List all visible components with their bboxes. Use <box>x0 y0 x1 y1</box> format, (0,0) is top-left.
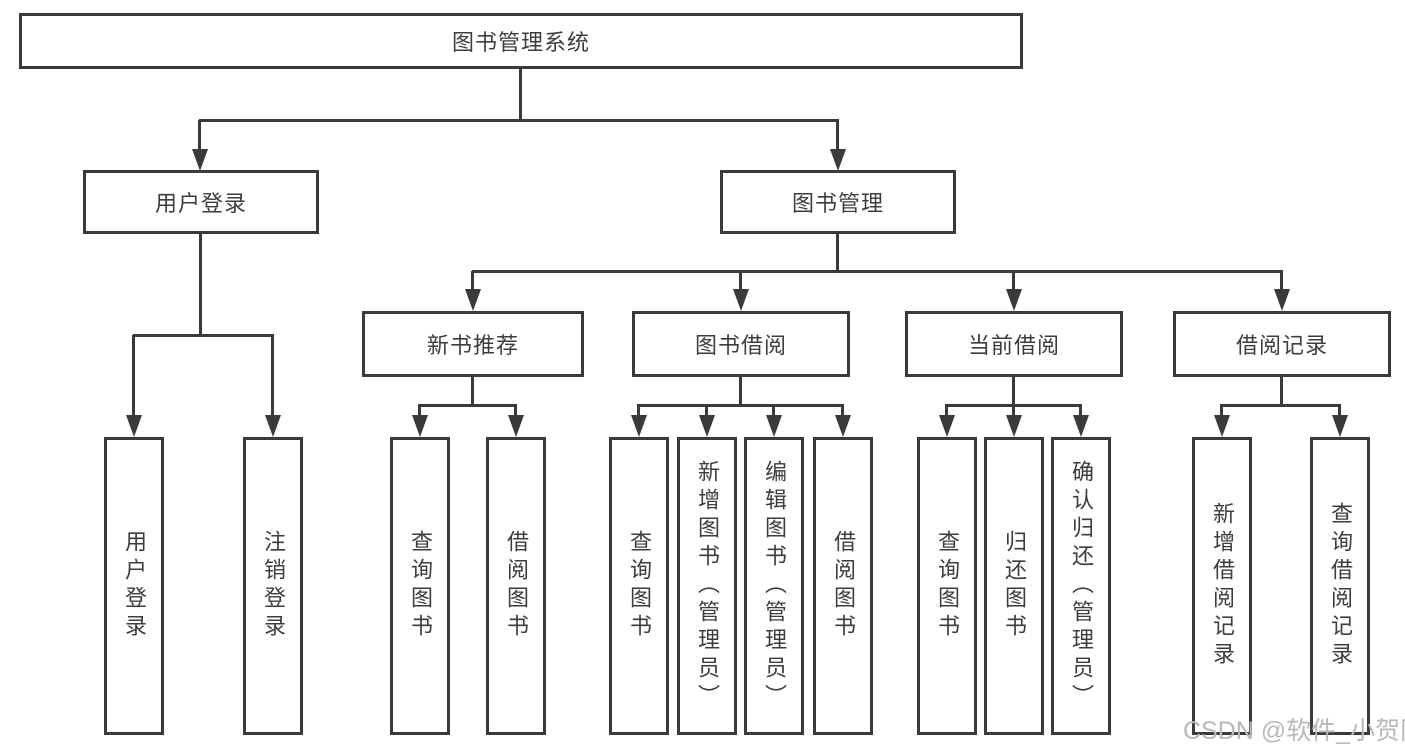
node-query-books-recommend: 查询图书 <box>390 437 450 735</box>
connector-leaf-stem <box>1079 405 1082 418</box>
node-borrow-books-recommend: 借阅图书 <box>486 437 546 735</box>
arrowhead-current <box>1006 289 1022 311</box>
connector-leaf-stem <box>1220 405 1223 418</box>
connector-user-group-bar <box>133 334 274 337</box>
node-leaf-user-login: 用户登录 <box>104 437 164 735</box>
arrowhead-leaf <box>835 415 851 437</box>
connector-book-management-stem <box>836 120 839 152</box>
arrowhead-user-login <box>192 149 208 171</box>
connector-borrowing-stem <box>739 271 742 291</box>
node-label: 借阅记录 <box>1235 333 1328 358</box>
connector-newbook-group-bar <box>418 404 517 407</box>
node-edit-book-admin: 编辑图书（管理员） <box>744 437 804 735</box>
connector-records-group-stem <box>1280 377 1283 407</box>
connector-newbook-group-stem <box>471 377 474 407</box>
node-new-book-recommendation: 新书推荐 <box>362 311 584 377</box>
node-book-management: 图书管理 <box>720 170 956 234</box>
connector-leaf-stem <box>841 405 844 418</box>
node-label: 确认归还（管理员） <box>1069 460 1094 712</box>
arrowhead-new-book <box>465 289 481 311</box>
connector-leaf-logout-stem <box>271 335 274 417</box>
node-label: 图书借阅 <box>694 333 787 358</box>
connector-user-login-stem <box>198 120 201 152</box>
connector-current-stem <box>1012 271 1015 291</box>
connector-records-stem <box>1280 271 1283 291</box>
connector-root-bar <box>199 119 839 122</box>
node-return-book: 归还图书 <box>984 437 1044 735</box>
connector-new-book-stem <box>471 271 474 291</box>
node-label: 图书管理 <box>791 191 884 216</box>
arrowhead-book-management <box>830 149 846 171</box>
node-label: 归还图书 <box>1002 530 1027 642</box>
node-label: 查询图书 <box>627 530 652 642</box>
node-label: 查询图书 <box>935 530 960 642</box>
arrowhead-leaf <box>1332 415 1348 437</box>
arrowhead-records <box>1274 289 1290 311</box>
arrowhead-leaf <box>508 415 524 437</box>
connector-bookmgmt-bar <box>472 270 1283 273</box>
arrowhead-leaf <box>1073 415 1089 437</box>
arrowhead-leaf <box>766 415 782 437</box>
node-book-management-system: 图书管理系统 <box>19 13 1023 69</box>
node-label: 当前借阅 <box>967 333 1060 358</box>
node-label: 新增图书（管理员） <box>695 460 720 712</box>
node-query-books-current: 查询图书 <box>917 437 977 735</box>
connector-borrowing-group-stem <box>739 377 742 407</box>
node-label: 查询图书 <box>408 530 433 642</box>
node-label: 注销登录 <box>261 530 286 642</box>
connector-leaf-stem <box>1338 405 1341 418</box>
node-add-borrow-record: 新增借阅记录 <box>1192 437 1252 735</box>
node-label: 借阅图书 <box>504 530 529 642</box>
connector-leaf-stem <box>418 405 421 418</box>
node-query-borrow-record: 查询借阅记录 <box>1310 437 1370 735</box>
connector-leaf-stem <box>945 405 948 418</box>
node-label: 用户登录 <box>154 191 247 216</box>
arrowhead-leaf <box>1006 415 1022 437</box>
connector-bookmgmt-stem <box>836 234 839 272</box>
node-confirm-return-admin: 确认归还（管理员） <box>1051 437 1111 735</box>
node-book-borrowing: 图书借阅 <box>632 311 850 377</box>
connector-leaf-user-login-stem <box>132 335 135 417</box>
node-label: 图书管理系统 <box>451 30 590 55</box>
csdn-watermark: CSDN @软件_小贺同学 <box>1183 717 1405 745</box>
node-add-book-admin: 新增图书（管理员） <box>677 437 737 735</box>
connector-current-group-stem <box>1012 377 1015 407</box>
node-borrow-books-borrowing: 借阅图书 <box>813 437 873 735</box>
node-user-login: 用户登录 <box>83 170 319 234</box>
arrowhead-leaf-logout <box>265 415 281 437</box>
connector-leaf-stem <box>637 405 640 418</box>
node-borrowing-records: 借阅记录 <box>1173 311 1391 377</box>
connector-leaf-stem <box>514 405 517 418</box>
connector-borrowing-group-bar <box>637 404 844 407</box>
node-leaf-logout: 注销登录 <box>243 437 303 735</box>
node-label: 新书推荐 <box>426 333 519 358</box>
arrowhead-borrowing <box>733 289 749 311</box>
connector-user-group-stem <box>199 234 202 336</box>
connector-root-stem <box>519 68 522 121</box>
node-label: 编辑图书（管理员） <box>762 460 787 712</box>
connector-leaf-stem <box>1012 405 1015 418</box>
connector-records-group-bar <box>1220 404 1341 407</box>
connector-leaf-stem <box>772 405 775 418</box>
connector-leaf-stem <box>705 405 708 418</box>
node-query-books-borrowing: 查询图书 <box>609 437 669 735</box>
arrowhead-leaf <box>1214 415 1230 437</box>
node-label: 用户登录 <box>122 530 147 642</box>
arrowhead-leaf <box>631 415 647 437</box>
node-label: 借阅图书 <box>831 530 856 642</box>
node-label: 查询借阅记录 <box>1328 502 1353 670</box>
node-label: 新增借阅记录 <box>1210 502 1235 670</box>
node-current-borrowing: 当前借阅 <box>905 311 1123 377</box>
arrowhead-leaf <box>939 415 955 437</box>
arrowhead-leaf <box>699 415 715 437</box>
arrowhead-leaf-user-login <box>126 415 142 437</box>
arrowhead-leaf <box>412 415 428 437</box>
